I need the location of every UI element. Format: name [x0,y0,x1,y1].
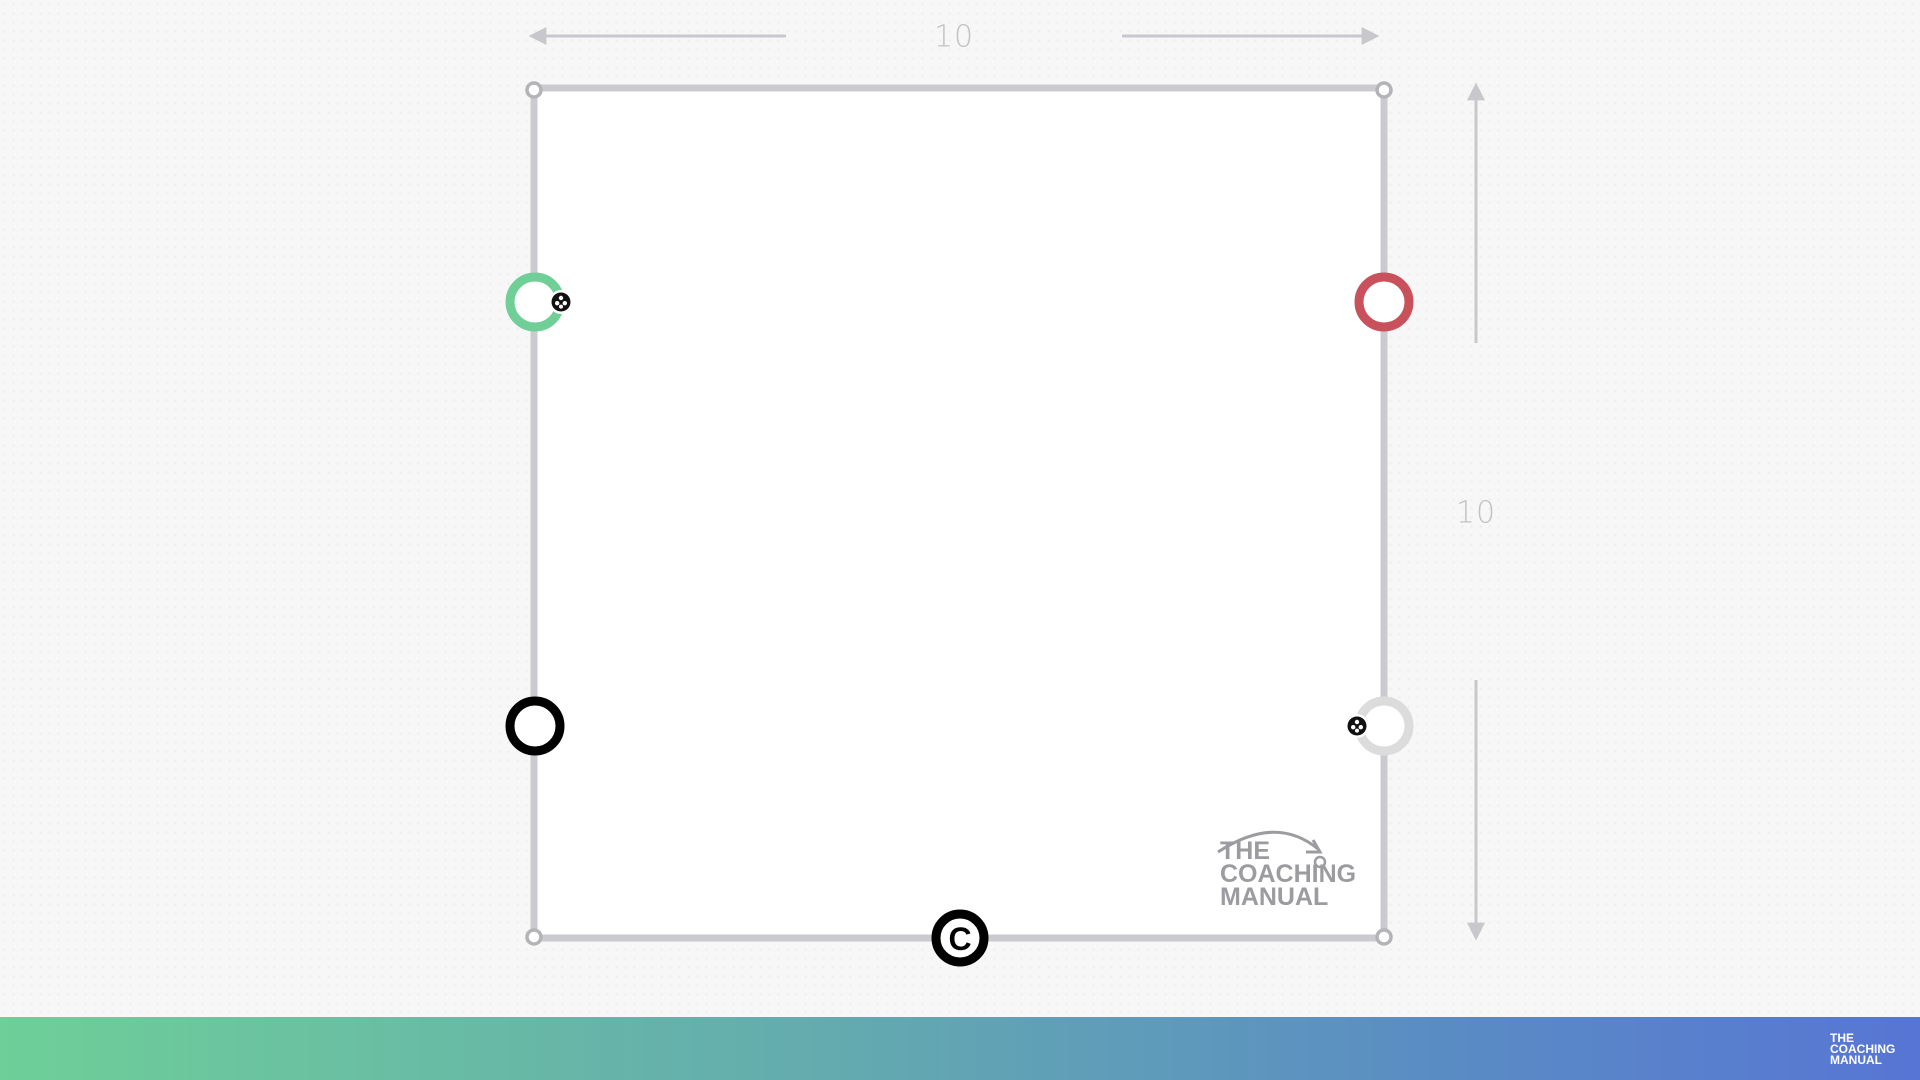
playing-area [530,84,1388,942]
footer-logo-line-1: THE [1830,1031,1854,1045]
footer-logo: THE COACHING MANUAL [1830,1031,1910,1067]
coach-symbol: C [948,921,971,957]
height-dimension-label: 10 [1455,495,1497,531]
red-player [1354,272,1414,332]
black-player [505,696,565,756]
coaching-manual-watermark: THE COACHING MANUAL [1220,837,1390,911]
corner-cone-bottom-right [1375,928,1393,946]
watermark-ball-icon [1313,855,1327,869]
watermark-line-1: THE [1220,837,1270,865]
footer-logo-line-3: MANUAL [1830,1053,1882,1067]
ball-icon [549,290,573,314]
watermark-line-2: COACHING [1220,860,1357,888]
corner-cone-top-right [1375,81,1393,99]
watermark-line-3: MANUAL [1220,883,1329,911]
footer-bar: THE COACHING MANUAL [0,1017,1920,1080]
corner-cone-top-left [525,81,543,99]
watermark-arc-icon [1217,830,1319,854]
watermark-arrowhead-icon [1306,839,1323,854]
width-dimension-label: 10 [933,19,975,55]
corner-cone-bottom-left [525,928,543,946]
ball-icon [1345,714,1369,738]
footer-logo-line-2: COACHING [1830,1042,1896,1056]
coach-marker [931,909,989,967]
